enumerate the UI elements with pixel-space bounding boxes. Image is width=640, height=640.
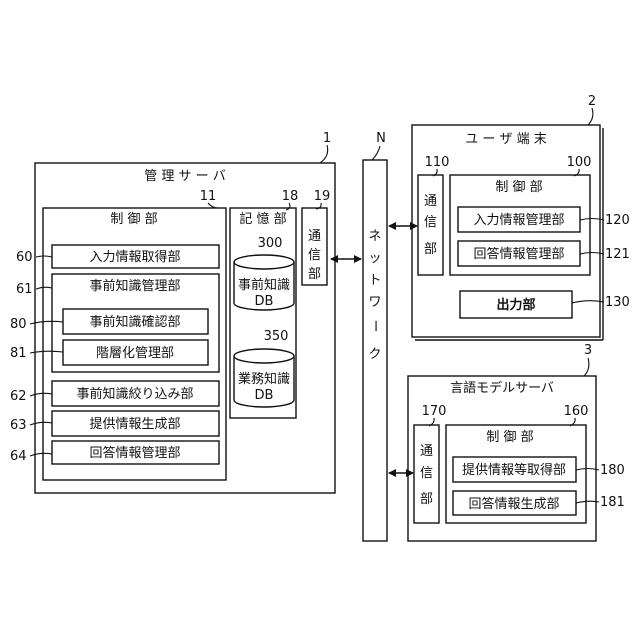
ref-130: 130 (605, 295, 630, 310)
mgmt-comm-char-3: 部 (308, 267, 321, 282)
leader-2 (588, 108, 593, 125)
mgmt-comm-char-2: 信 (308, 248, 321, 263)
output-label: 出力部 (496, 297, 535, 313)
user-comm-char-2: 信 (424, 215, 437, 230)
prior-knowledge-db-line2: DB (255, 294, 274, 309)
network: ネ ッ ト ワ ー ク N (363, 131, 387, 541)
ref-81: 81 (10, 346, 27, 361)
llm-comm-char-2: 信 (420, 466, 433, 481)
prior-knowledge-db-line1: 事前知識 (238, 277, 290, 293)
narrowing-label: 事前知識絞り込み部 (76, 386, 193, 402)
ref-300: 300 (258, 236, 283, 251)
ref-63: 63 (10, 418, 27, 433)
ref-60: 60 (16, 250, 33, 265)
user-comm-char-1: 通 (424, 194, 437, 209)
ref-18: 18 (282, 189, 299, 204)
network-char-3: ト (368, 273, 381, 288)
ref-350: 350 (264, 329, 289, 344)
storage-title: 記 憶 部 (239, 211, 286, 227)
llm-comm-char-3: 部 (420, 492, 433, 507)
ref-11: 11 (200, 189, 217, 204)
ref-62: 62 (10, 389, 27, 404)
leader-1 (320, 145, 328, 163)
hierarchy-mgmt-label: 階層化管理部 (96, 346, 174, 361)
ref-121: 121 (605, 247, 630, 262)
business-knowledge-db-line1: 業務知識 (238, 371, 290, 387)
user-terminal-title: ユ ー ザ 端 末 (465, 132, 547, 147)
network-char-5: ー (367, 319, 382, 332)
user-control-title: 制 御 部 (495, 180, 542, 195)
answer-mgmt-label: 回答情報管理部 (89, 445, 180, 461)
network-char-2: ッ (368, 251, 381, 266)
llm-server-title: 言語モデルサーバ (450, 380, 554, 396)
mgmt-control-title: 制 御 部 (110, 212, 157, 227)
ref-61: 61 (16, 282, 33, 297)
network-char-4: ワ (368, 295, 381, 310)
ref-N: N (376, 131, 386, 146)
llm-server: 言語モデルサーバ 3 通 信 部 170 制 御 部 160 提供情報等取得部 … (408, 343, 625, 541)
ref-181: 181 (600, 495, 625, 510)
management-server: 管 理 サ ー バ 1 制 御 部 11 入力情報取得部 60 事前知識管理部 … (10, 131, 335, 493)
provide-gen-label: 提供情報生成部 (89, 416, 180, 432)
ref-110: 110 (425, 155, 450, 170)
prior-knowledge-db: 事前知識 DB (234, 255, 294, 310)
network-char-6: ク (368, 347, 381, 362)
business-knowledge-db-line2: DB (255, 388, 274, 403)
llm-comm-char-1: 通 (420, 444, 433, 459)
ref-64: 64 (10, 449, 27, 464)
ref-170: 170 (422, 404, 447, 419)
user-comm-char-3: 部 (424, 242, 437, 257)
ref-160: 160 (564, 404, 589, 419)
user-answer-mgmt-label: 回答情報管理部 (473, 246, 564, 262)
ref-2: 2 (588, 94, 596, 109)
ref-80: 80 (10, 317, 27, 332)
leader-N (372, 146, 380, 160)
answer-gen-label: 回答情報生成部 (468, 496, 559, 512)
prior-knowledge-confirm-label: 事前知識確認部 (89, 314, 180, 330)
management-server-title: 管 理 サ ー バ (144, 169, 226, 184)
llm-control-title: 制 御 部 (486, 430, 533, 445)
input-acquire-label: 入力情報取得部 (89, 249, 180, 265)
prior-knowledge-mgmt-label: 事前知識管理部 (89, 278, 180, 294)
ref-120: 120 (605, 213, 630, 228)
business-knowledge-db: 業務知識 DB (234, 349, 294, 407)
input-mgmt-label: 入力情報管理部 (473, 213, 564, 228)
ref-100: 100 (567, 155, 592, 170)
mgmt-comm-char-1: 通 (308, 229, 321, 244)
ref-3: 3 (584, 343, 592, 358)
provide-acquire-label: 提供情報等取得部 (462, 462, 566, 478)
leader-3 (584, 358, 589, 376)
ref-180: 180 (600, 463, 625, 478)
network-char-1: ネ (368, 229, 381, 244)
ref-19: 19 (314, 189, 331, 204)
user-terminal: ユ ー ザ 端 末 2 通 信 部 110 制 御 部 100 入力情報管理部 … (412, 94, 630, 340)
ref-1: 1 (323, 131, 331, 146)
